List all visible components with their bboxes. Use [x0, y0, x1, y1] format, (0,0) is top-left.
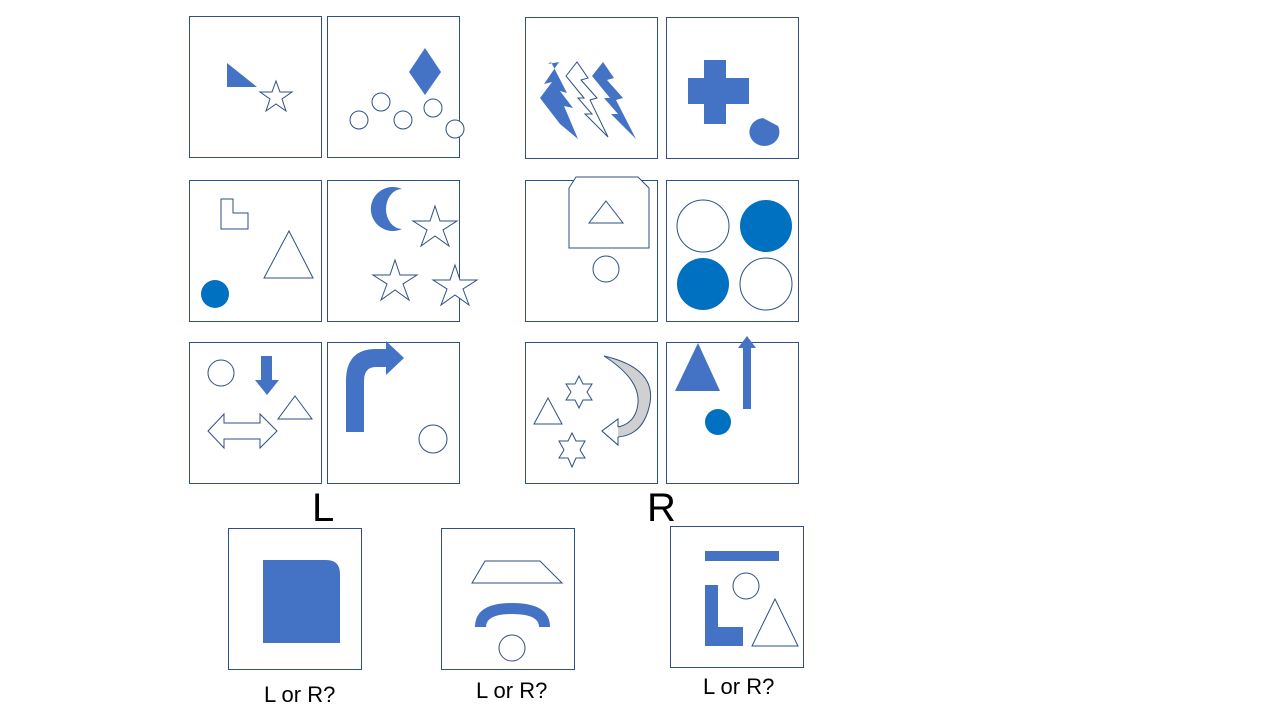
right-triangle-shape — [227, 63, 257, 87]
double-arrow-shape — [207, 412, 278, 450]
right-panel-4 — [666, 180, 799, 322]
left-panel-5-shapes — [207, 356, 313, 450]
lightning-shape — [592, 62, 636, 139]
star-shape — [258, 79, 294, 113]
left-panel-4-shapes — [370, 187, 479, 307]
filled-circle-shape — [740, 200, 792, 252]
circle-shape — [349, 110, 369, 130]
question-panel-3-shapes — [705, 551, 799, 647]
right-panel-3-shapes — [568, 176, 650, 283]
star-shape — [431, 263, 479, 307]
left-panel-5 — [189, 342, 322, 484]
question-label-2: L or R? — [476, 678, 548, 703]
diamond-shape — [409, 48, 441, 95]
left-panel-1-shapes — [227, 63, 294, 113]
left-panel-1 — [189, 16, 322, 158]
circle-shape — [393, 110, 413, 130]
star-shape — [411, 204, 459, 248]
right-panel-5-shapes — [533, 355, 652, 469]
right-panel-2-shapes — [688, 60, 780, 146]
right-panel-1-shapes — [540, 61, 636, 139]
circle-shape — [423, 98, 443, 118]
left-panel-3-shapes — [201, 198, 314, 308]
bar-shape — [705, 551, 779, 561]
question-panel-2[interactable] — [441, 528, 575, 670]
left-panel-2 — [327, 16, 465, 158]
circle-shape — [732, 572, 760, 600]
rounded-rectangle-shape — [263, 560, 340, 643]
up-arrow-shape — [738, 336, 756, 409]
right-panel-2 — [666, 17, 799, 159]
right-panel-6 — [666, 336, 799, 484]
left-panel-6 — [327, 341, 460, 484]
right-panel-1 — [525, 17, 658, 159]
six-point-star-shape — [558, 431, 586, 469]
question-panel-3[interactable] — [670, 526, 804, 668]
bent-arrow-shape — [346, 341, 404, 432]
question-panel-1-shapes — [263, 560, 340, 643]
filled-circle-shape — [677, 258, 729, 310]
left-panel-6-shapes — [346, 341, 448, 454]
triangle-shape — [277, 395, 313, 420]
star-shape — [371, 258, 419, 302]
triangle-shape — [751, 597, 799, 647]
lightning-shape — [565, 61, 609, 138]
right-panel-6-shapes — [675, 336, 756, 435]
circle-shape — [418, 424, 448, 454]
down-arrow-shape — [255, 356, 279, 395]
left-group-label: L — [312, 486, 335, 530]
six-point-star-shape — [565, 374, 593, 410]
trapezoid-shape — [471, 560, 564, 584]
triangle-shape — [587, 200, 625, 224]
filled-circle-shape — [705, 409, 731, 435]
filled-triangle-shape — [675, 343, 720, 391]
circle-shape — [371, 92, 391, 112]
right-panel-4-shapes — [676, 199, 793, 311]
pie-shape — [749, 118, 780, 146]
l-shape — [220, 198, 249, 230]
circle-shape — [207, 359, 235, 387]
circle-shape — [676, 199, 730, 253]
cross-shape — [688, 60, 749, 124]
circle-shape — [445, 119, 465, 139]
circle-shape — [592, 255, 620, 283]
left-panel-4 — [327, 180, 479, 322]
moon-shape — [370, 187, 402, 231]
left-panel-2-shapes — [349, 48, 465, 139]
question-label-1: L or R? — [264, 682, 336, 707]
question-panel-2-shapes — [471, 560, 564, 662]
question-panel-1[interactable] — [228, 528, 362, 670]
left-panel-3 — [189, 180, 322, 322]
right-panel-3 — [525, 176, 658, 322]
triangle-shape — [533, 396, 563, 425]
circle-shape — [739, 257, 793, 311]
right-group-label: R — [647, 486, 676, 530]
filled-circle-shape — [201, 280, 229, 308]
triangle-shape — [263, 229, 314, 279]
l-shape — [705, 585, 743, 646]
curved-arrow-head-shape — [601, 418, 619, 447]
circle-shape — [498, 634, 526, 662]
lightning-shape — [540, 62, 578, 139]
arch-shape — [475, 603, 550, 627]
question-label-3: L or R? — [703, 674, 775, 699]
right-panel-5 — [525, 342, 658, 484]
